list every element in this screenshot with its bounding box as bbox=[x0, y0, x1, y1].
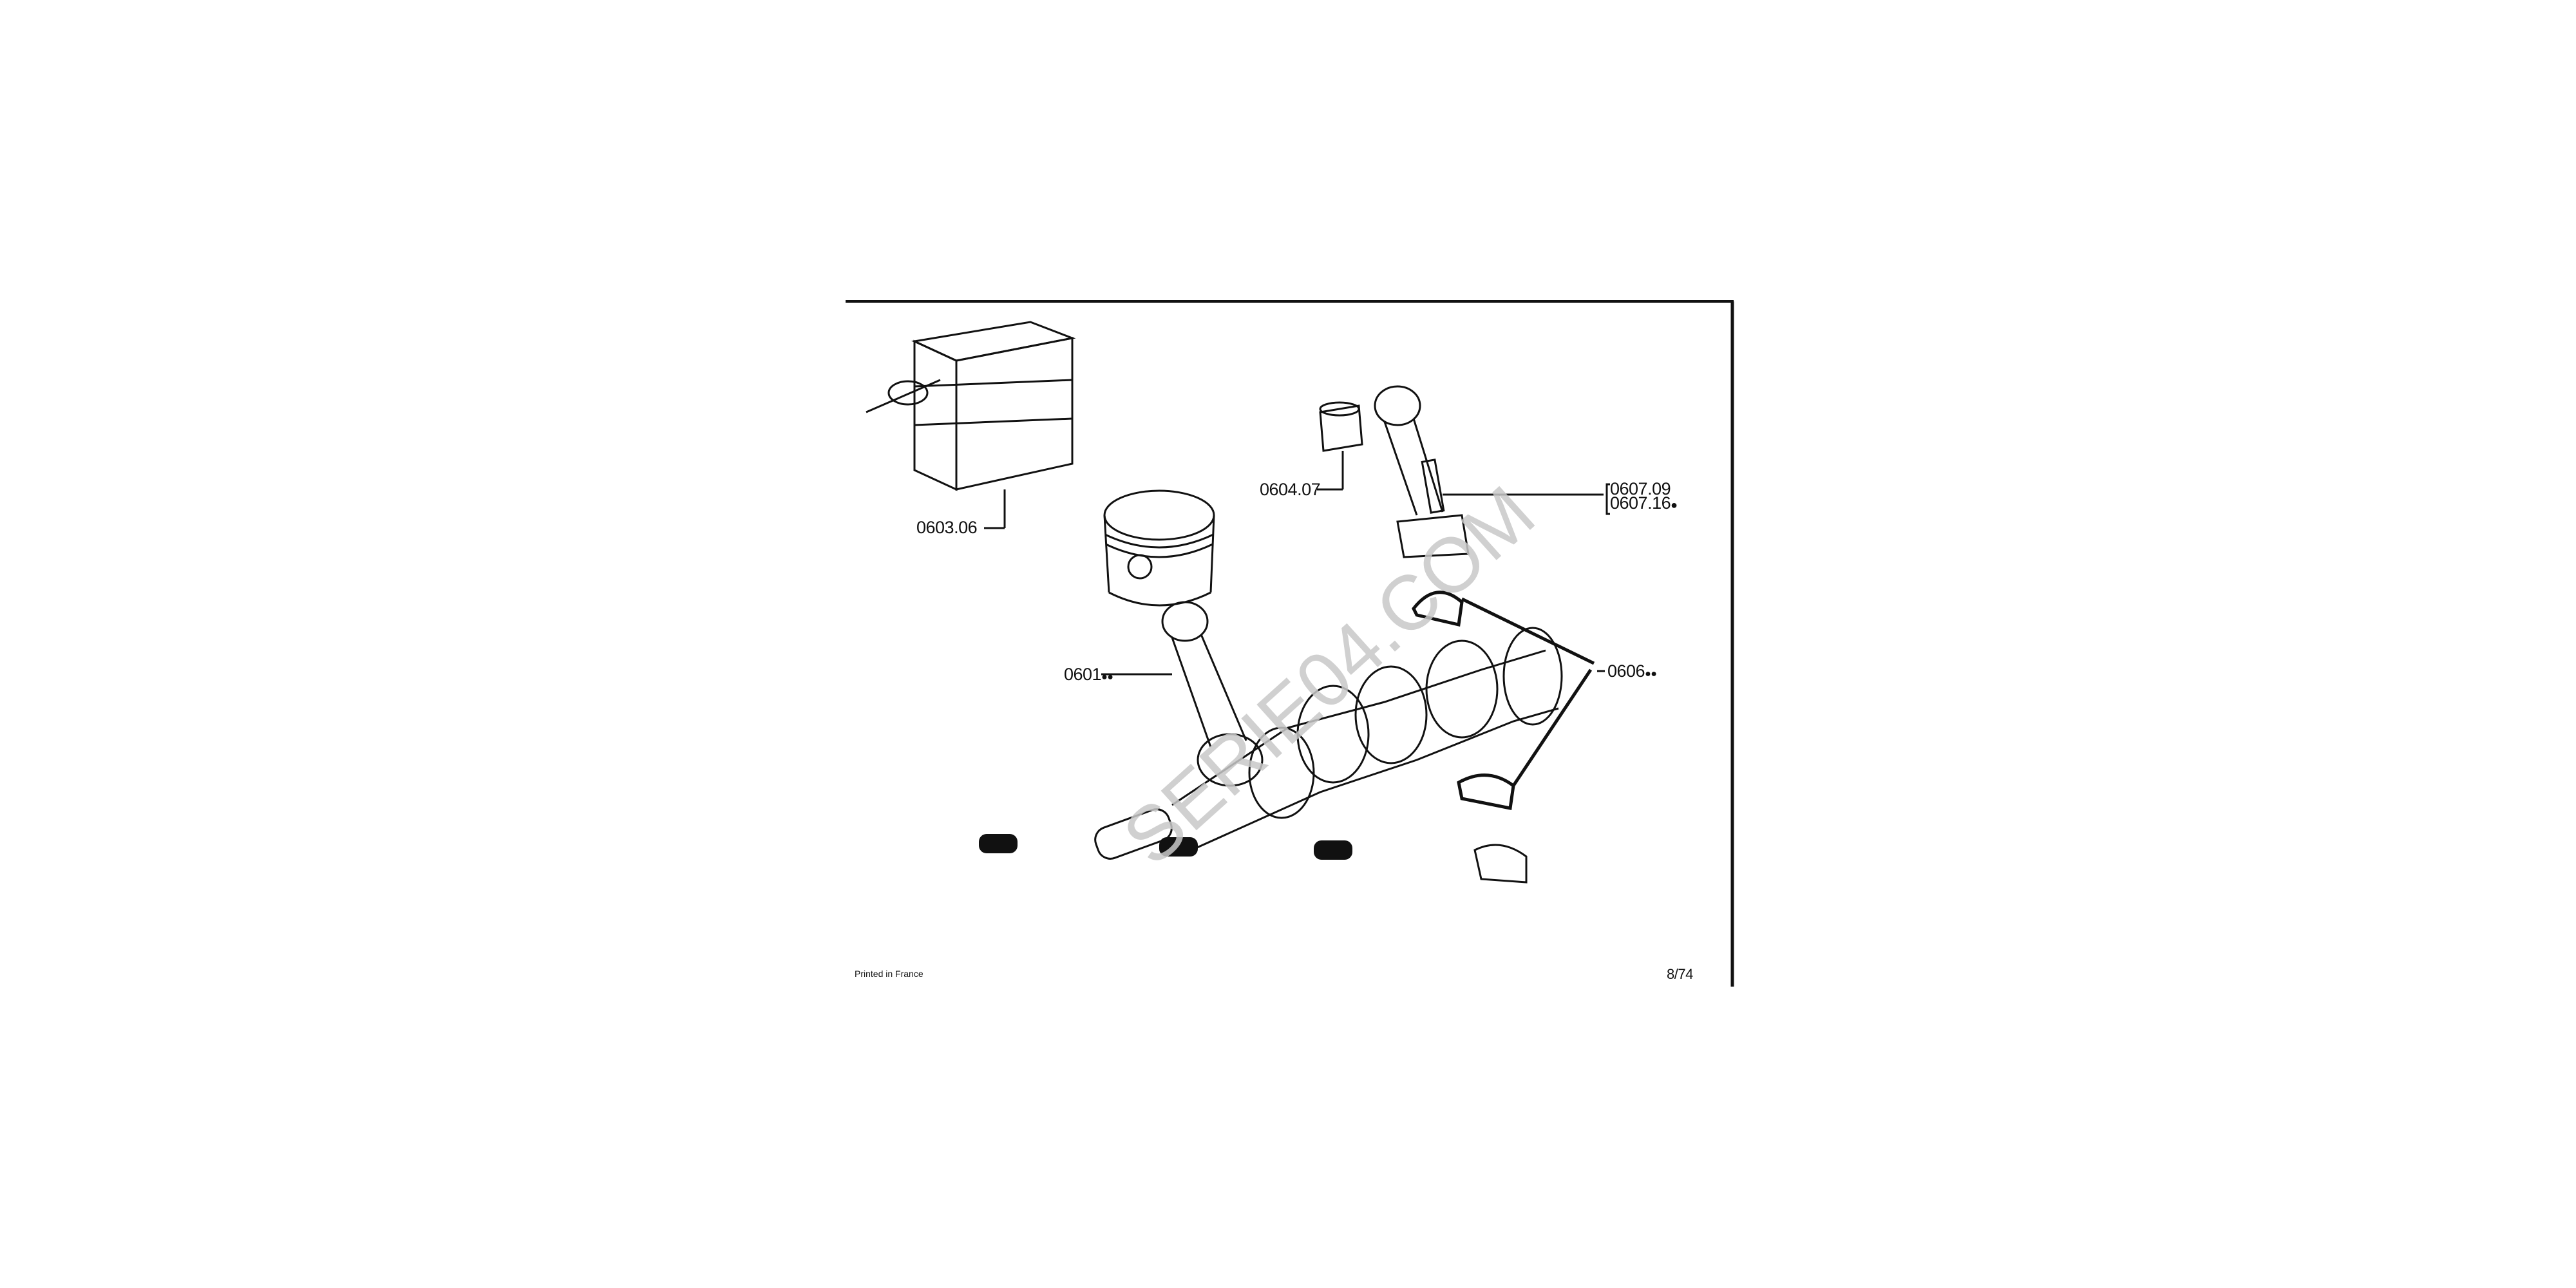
label-bushing: 0604.07 bbox=[1260, 480, 1321, 499]
page-number: 8/74 bbox=[1667, 966, 1693, 982]
label-bolt-b-marker: ● bbox=[1671, 498, 1678, 511]
connecting-rod bbox=[1101, 601, 1264, 787]
blackened-parts bbox=[979, 834, 1352, 860]
label-con-rod-text: 0601 bbox=[1064, 665, 1102, 684]
crankshaft bbox=[1094, 627, 1563, 860]
label-con-rod: 0601●● bbox=[1064, 665, 1113, 685]
connecting-rod-with-bolt bbox=[1374, 385, 1610, 558]
label-bolt-b-text: 0607.16 bbox=[1610, 493, 1671, 513]
label-bearings-text: 0606 bbox=[1607, 661, 1645, 681]
bushing-part bbox=[1317, 401, 1363, 491]
label-kit-box: 0603.06 bbox=[916, 518, 978, 537]
label-bolt-b: 0607.16● bbox=[1610, 493, 1678, 513]
piston-kit-box bbox=[866, 321, 1076, 529]
label-bearings-marker: ●● bbox=[1645, 668, 1657, 679]
label-bearings: 0606●● bbox=[1607, 661, 1657, 681]
piston bbox=[1103, 489, 1215, 607]
label-bolt-a: 0607.09 bbox=[1610, 479, 1671, 498]
printed-in-france: Printed in France bbox=[855, 969, 923, 979]
bearing-shells bbox=[1412, 591, 1605, 884]
label-con-rod-marker: ●● bbox=[1101, 672, 1113, 683]
